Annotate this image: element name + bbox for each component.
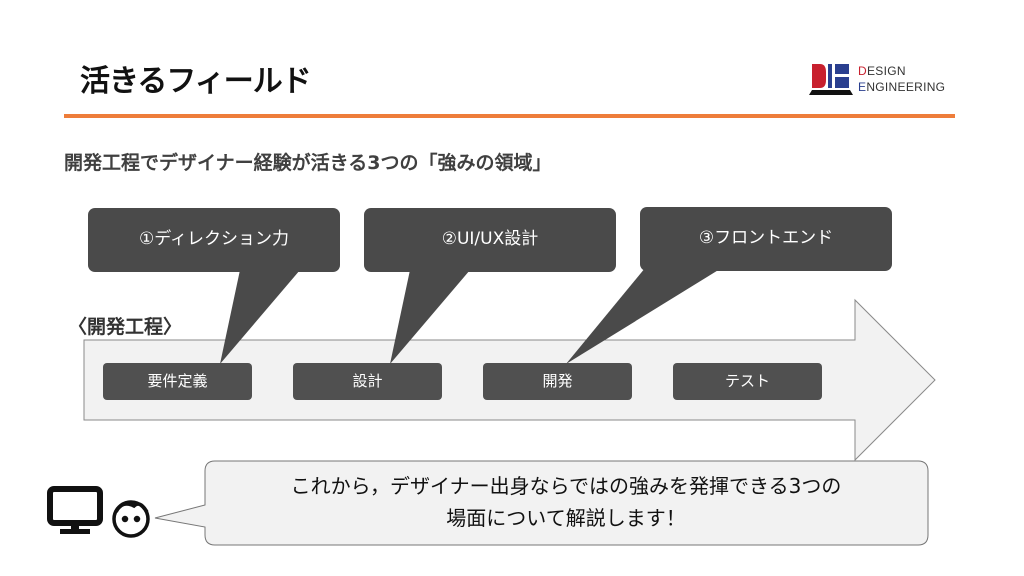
person-face-icon [112,500,150,538]
logo-mark-icon [809,64,853,95]
speech-line-1: これから，デザイナー出身ならではの強みを発揮できる3つの [290,474,842,498]
callout-box-2 [364,208,616,272]
speech-text: これから，デザイナー出身ならではの強みを発揮できる3つの 場面について解説します… [210,470,922,534]
step-requirements: 要件定義 [103,363,252,400]
callout-uiux: ②UI/UX設計 [441,229,539,249]
callout-pointer-3 [566,262,720,364]
step-design: 設計 [293,363,442,400]
callout-box-3 [640,207,892,271]
speech-bubble [154,460,929,546]
logo-engineering: NGINEERING [866,80,946,94]
callout-frontend: ③フロントエンド [698,228,834,248]
callout-pointer-1 [220,270,300,364]
monitor-icon [47,486,103,534]
title-divider [64,114,955,118]
step-test: テスト [673,363,822,400]
logo-e: E [858,80,867,94]
logo-design: ESIGN [866,64,906,78]
speech-line-2: 場面について解説します！ [446,506,686,530]
process-label: 〈開発工程〉 [68,316,183,338]
logo-d: D [858,64,867,78]
page-title: 活きるフィールド [80,64,312,99]
design-engineering-logo: DESIGN ENGINEERING [808,62,948,96]
callout-pointer-2 [390,270,470,364]
subtitle: 開発工程でデザイナー経験が活きる3つの「強みの領域」 [64,152,552,174]
callout-box-1 [88,208,340,272]
callout-direction: ①ディレクション力 [138,229,290,249]
step-development: 開発 [483,363,632,400]
